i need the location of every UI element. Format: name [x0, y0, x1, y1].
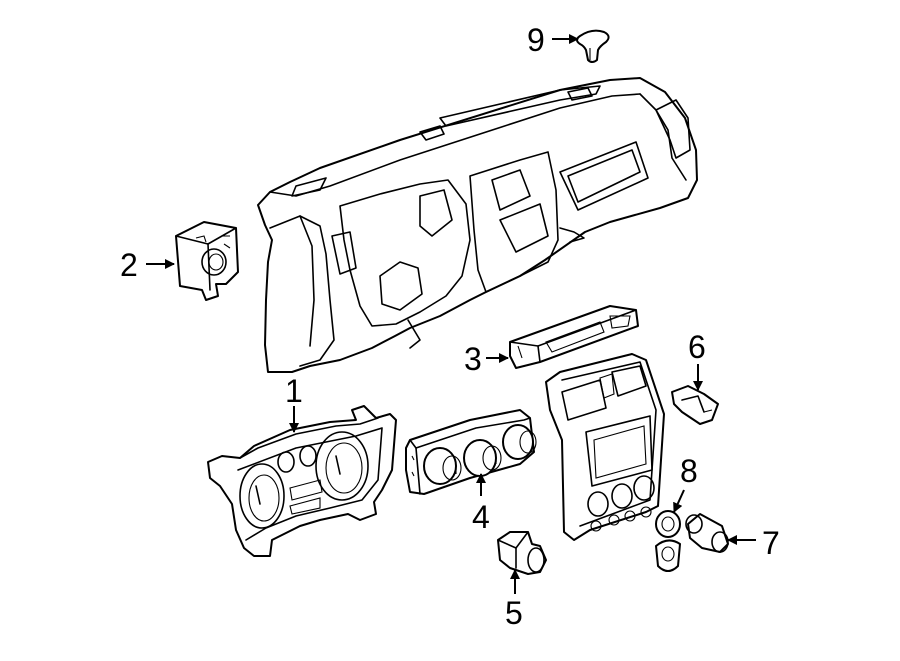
instrument-panel	[257, 77, 698, 373]
headlamp-switch	[175, 221, 239, 301]
callout-label-6: 6	[688, 329, 706, 365]
climate-control-panel	[405, 409, 537, 495]
push-pin-clip	[576, 29, 610, 63]
control-module	[509, 305, 639, 369]
small-switch	[497, 531, 547, 575]
callout-7: 7	[727, 525, 780, 561]
callout-8: 8	[673, 453, 698, 513]
callout-label-7: 7	[762, 525, 780, 561]
callout-9: 9	[527, 22, 579, 58]
power-outlet	[655, 510, 681, 572]
callout-label-3: 3	[464, 341, 482, 377]
switch	[671, 385, 719, 425]
callout-6: 6	[688, 329, 706, 391]
callout-label-2: 2	[120, 247, 138, 283]
instrument-cluster	[207, 405, 397, 557]
callout-5: 5	[505, 569, 523, 631]
center-bezel	[545, 353, 665, 541]
callout-label-8: 8	[680, 453, 698, 489]
leader-arrow-8	[673, 489, 685, 513]
callout-4: 4	[472, 473, 490, 535]
callout-label-4: 4	[472, 499, 490, 535]
callout-label-1: 1	[285, 373, 303, 409]
callout-label-9: 9	[527, 22, 545, 58]
callout-label-5: 5	[505, 595, 523, 631]
lighter-element	[685, 513, 729, 553]
callout-2: 2	[120, 247, 175, 283]
callout-3: 3	[464, 341, 509, 377]
callout-1: 1	[285, 373, 303, 433]
